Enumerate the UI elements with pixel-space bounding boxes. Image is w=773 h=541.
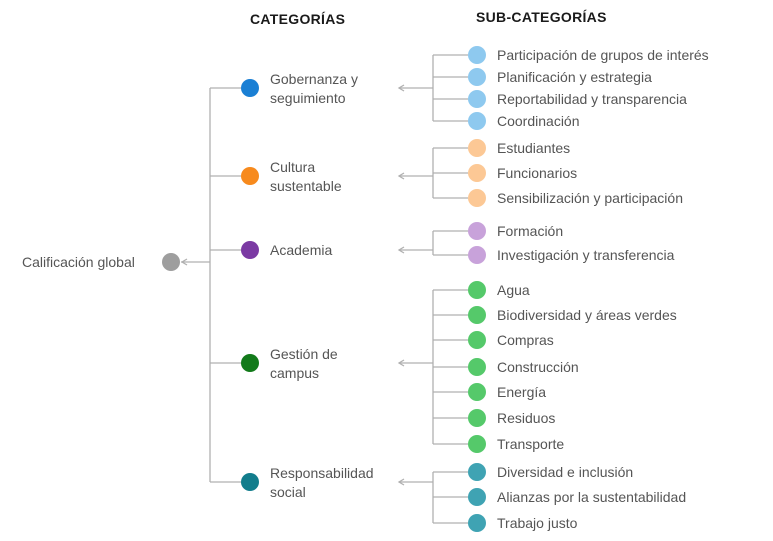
root-arrow	[180, 258, 188, 266]
category-label: Gobernanza y seguimiento	[270, 71, 358, 106]
subcategory-dot	[468, 222, 486, 240]
category-label-line: social	[270, 484, 306, 500]
category-label: Academia	[270, 242, 332, 258]
subcategory-label: Coordinación	[497, 113, 580, 129]
subcategories-header: SUB-CATEGORÍAS	[476, 9, 607, 25]
subcategory-label: Residuos	[497, 410, 555, 426]
category-label-line: campus	[270, 365, 319, 381]
subcategory-label: Trabajo justo	[497, 515, 578, 531]
subcategory-label: Agua	[497, 282, 530, 298]
category-label: Responsabilidad social	[270, 465, 374, 500]
subcategory-dot	[468, 189, 486, 207]
root-label: Calificación global	[22, 254, 135, 270]
subcategory-label: Energía	[497, 384, 546, 400]
category-dot	[241, 354, 259, 372]
category-label: Cultura sustentable	[270, 159, 342, 194]
category-label-line: Academia	[270, 242, 332, 258]
subcategory-dot	[468, 358, 486, 376]
subcategory-label: Reportabilidad y transparencia	[497, 91, 687, 107]
subcategory-arrow	[397, 359, 405, 367]
root-node-dot	[162, 253, 180, 271]
subcategory-label: Funcionarios	[497, 165, 577, 181]
subcategory-dot	[468, 90, 486, 108]
categories-header: CATEGORÍAS	[250, 11, 345, 27]
subcategory-label: Estudiantes	[497, 140, 570, 156]
subcategory-label: Alianzas por la sustentabilidad	[497, 489, 686, 505]
subcategory-dot	[468, 164, 486, 182]
subcategory-label: Construcción	[497, 359, 579, 375]
subcategory-label: Diversidad e inclusión	[497, 464, 633, 480]
category-dot	[241, 473, 259, 491]
subcategory-dot	[468, 112, 486, 130]
subcategory-label: Formación	[497, 223, 563, 239]
category-label-line: Gestión de	[270, 346, 338, 362]
subcategory-label: Investigación y transferencia	[497, 247, 675, 263]
subcategory-dot	[468, 139, 486, 157]
subcategory-dot	[468, 281, 486, 299]
category-label: Gestión de campus	[270, 346, 338, 381]
subcategory-arrow	[397, 246, 405, 254]
category-dot	[241, 241, 259, 259]
subcategory-label: Transporte	[497, 436, 564, 452]
category-label-line: Responsabilidad	[270, 465, 374, 481]
subcategory-arrow	[397, 478, 405, 486]
subcategory-dot	[468, 46, 486, 64]
subcategory-dot	[468, 514, 486, 532]
subcategory-dot	[468, 68, 486, 86]
subcategory-label: Compras	[497, 332, 554, 348]
subcategory-label: Participación de grupos de interés	[497, 47, 709, 63]
category-label-line: seguimiento	[270, 90, 346, 106]
subcategory-arrow	[397, 172, 405, 180]
subcategory-dot	[468, 463, 486, 481]
subcategory-dot	[468, 383, 486, 401]
subcategory-label: Biodiversidad y áreas verdes	[497, 307, 677, 323]
subcategory-label: Sensibilización y participación	[497, 190, 683, 206]
category-dot	[241, 167, 259, 185]
subcategory-label: Planificación y estrategia	[497, 69, 652, 85]
subcategory-dot	[468, 409, 486, 427]
subcategory-arrow	[397, 84, 405, 92]
category-dot	[241, 79, 259, 97]
subcategory-dot	[468, 246, 486, 264]
subcategory-dot	[468, 435, 486, 453]
category-label-line: Gobernanza y	[270, 71, 358, 87]
subcategory-dot	[468, 306, 486, 324]
category-label-line: sustentable	[270, 178, 342, 194]
subcategory-dot	[468, 331, 486, 349]
category-label-line: Cultura	[270, 159, 315, 175]
subcategory-dot	[468, 488, 486, 506]
